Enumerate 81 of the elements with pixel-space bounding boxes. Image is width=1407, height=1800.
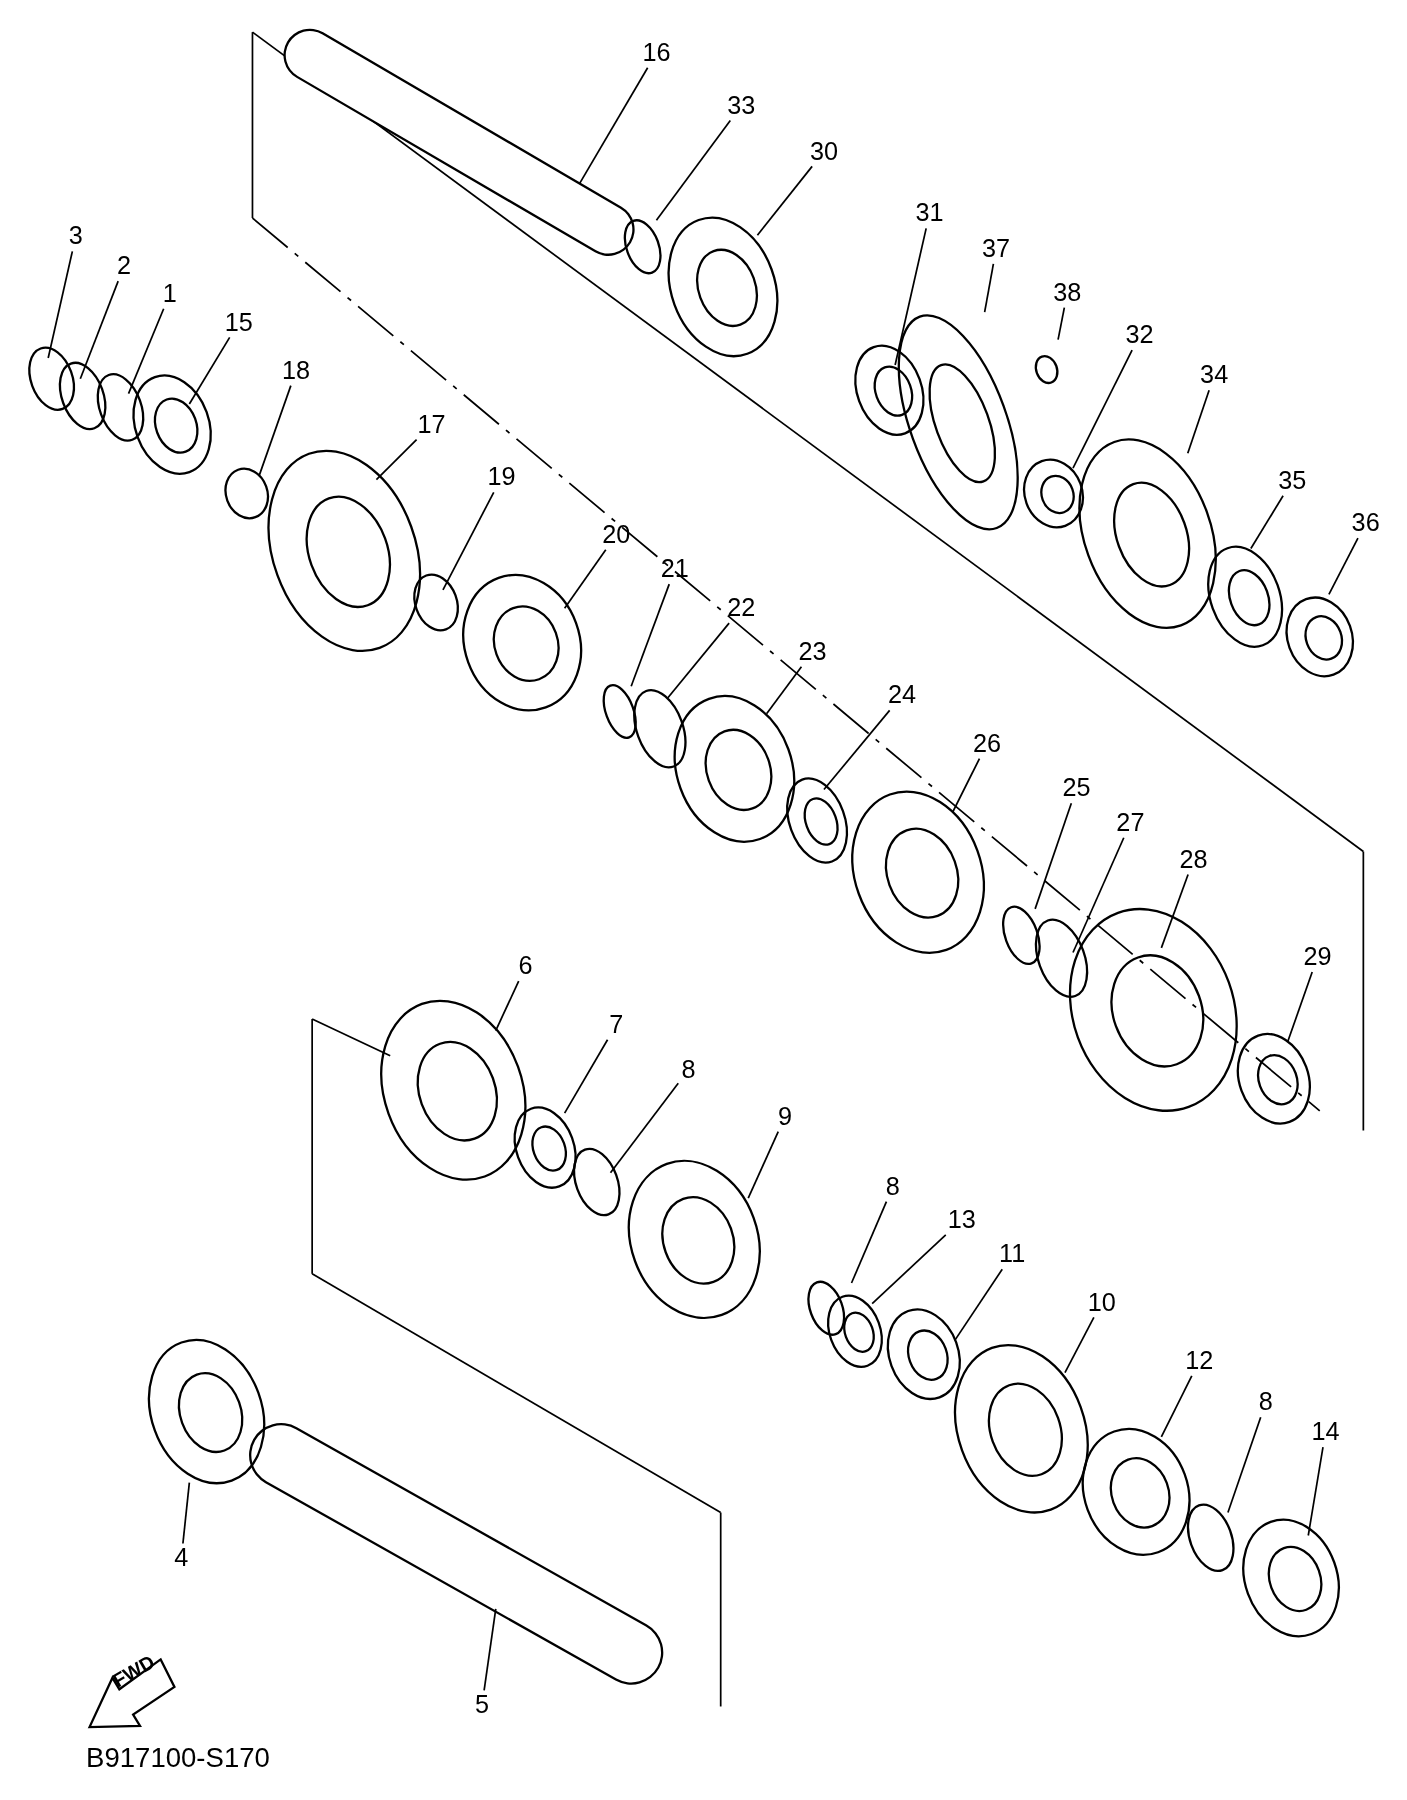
callout-number: 23	[797, 638, 828, 666]
leader-line	[258, 384, 292, 476]
leader-line	[765, 665, 803, 715]
callout-number: 5	[473, 1691, 491, 1720]
callout-number: 8	[680, 1055, 697, 1084]
leader-line	[1160, 873, 1189, 949]
leader-line	[375, 438, 418, 481]
leader-line	[188, 336, 231, 405]
callout-number: 9	[776, 1102, 794, 1131]
callout-number: 32	[1124, 321, 1155, 349]
leader-line	[1072, 836, 1125, 954]
callout-number: 38	[1052, 278, 1083, 307]
callout-number: 28	[1178, 845, 1209, 874]
callout-number: 15	[223, 308, 254, 337]
leader-line	[1186, 389, 1210, 455]
leader-line	[667, 622, 730, 699]
callout-number: 22	[726, 594, 757, 622]
leader-line	[953, 1268, 1004, 1342]
callout-number: 25	[1061, 774, 1092, 803]
callout-number: 11	[997, 1240, 1027, 1269]
leader-line	[79, 280, 119, 380]
leader-line	[1250, 494, 1284, 550]
callout-number: 29	[1302, 943, 1333, 971]
leader-line	[563, 548, 607, 610]
callout-number: 34	[1198, 361, 1230, 390]
leader-line	[756, 165, 813, 237]
leader-line	[182, 1481, 191, 1545]
leader-line	[47, 250, 74, 359]
callout-number: 20	[601, 521, 632, 549]
leader-line	[1160, 1375, 1193, 1438]
leader-line	[1072, 349, 1133, 470]
leader-line	[850, 1200, 888, 1284]
callout-number: 26	[971, 729, 1003, 758]
leader-line	[609, 1082, 680, 1174]
callout-number: 3	[67, 222, 84, 251]
callout-number: 12	[1184, 1347, 1215, 1375]
callout-number: 6	[517, 952, 534, 981]
leader-line	[951, 757, 981, 814]
callout-number: 14	[1310, 1418, 1341, 1446]
leader-line	[1307, 1446, 1324, 1537]
callout-number: 27	[1115, 809, 1146, 837]
callout-number: 31	[914, 199, 945, 228]
callout-number: 2	[115, 252, 133, 280]
leader-line	[655, 119, 732, 222]
leader-line	[1286, 971, 1314, 1043]
leader-line	[823, 709, 891, 791]
drawing-code: B917100-S170	[86, 1742, 270, 1775]
callout-number: 24	[886, 681, 918, 710]
callout-number: 18	[280, 356, 312, 385]
callout-number: 1	[161, 280, 178, 308]
leader-line	[127, 307, 165, 395]
leader-line	[578, 66, 649, 185]
callout-number: 30	[808, 137, 840, 166]
leader-line	[1034, 802, 1073, 910]
callout-number: 4	[173, 1544, 190, 1573]
leader-line	[1057, 306, 1066, 341]
leader-line	[494, 980, 520, 1032]
leader-line	[630, 583, 671, 688]
callout-number: 13	[946, 1206, 977, 1234]
callout-number: 19	[486, 463, 517, 492]
callout-number: 33	[726, 91, 757, 120]
leader-line	[1227, 1416, 1262, 1514]
leader-line	[747, 1130, 780, 1199]
leader-line	[483, 1608, 497, 1692]
callout-number: 17	[416, 410, 447, 439]
leader-line	[442, 491, 495, 591]
callout-number: 37	[980, 235, 1012, 263]
callout-number: 8	[884, 1172, 901, 1201]
callout-number: 8	[1257, 1388, 1274, 1417]
callout-number: 35	[1277, 467, 1308, 495]
callout-number: 16	[641, 39, 672, 67]
leader-line	[563, 1038, 609, 1115]
leader-line	[1064, 1316, 1095, 1374]
leader-line	[871, 1233, 947, 1305]
leader-line	[1328, 537, 1359, 596]
leader-line	[983, 263, 995, 313]
callout-number: 10	[1086, 1288, 1117, 1317]
callout-number: 36	[1350, 509, 1381, 538]
callout-number: 21	[659, 555, 690, 583]
callout-number: 7	[608, 1011, 625, 1039]
leader-line	[894, 227, 928, 366]
